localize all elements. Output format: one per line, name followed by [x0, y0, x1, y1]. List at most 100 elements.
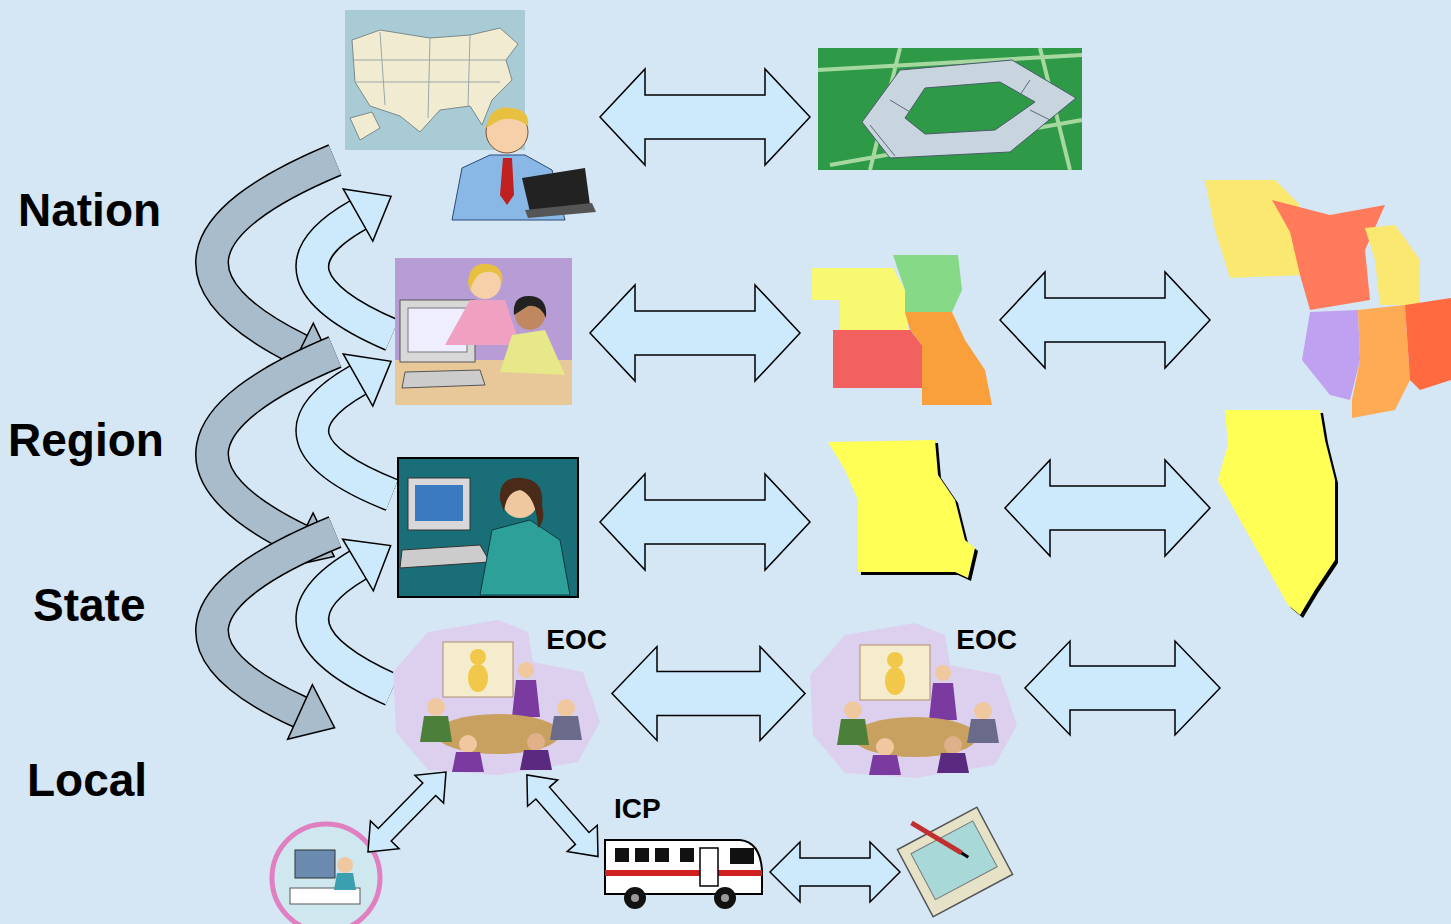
- presenter-head: [518, 662, 534, 678]
- hospital-frame: [272, 824, 380, 924]
- meeting-icon: [810, 623, 1017, 778]
- level-label-box: Local: [27, 755, 147, 806]
- curved-arrow-head: [343, 354, 391, 406]
- meeting-room: [810, 623, 1017, 778]
- person-body: [550, 716, 582, 740]
- level-label: Region: [8, 414, 164, 466]
- person-head: [557, 699, 575, 717]
- level-label: Nation: [18, 184, 161, 236]
- man-tie: [500, 158, 514, 205]
- double-arrow-connector: [612, 647, 805, 741]
- pentagon-building: [862, 60, 1076, 158]
- truck-body: [605, 840, 762, 894]
- truck-hub: [721, 894, 729, 902]
- truck-window: [635, 848, 649, 862]
- region-states-map: [812, 255, 992, 405]
- person-head: [459, 735, 477, 753]
- curved-arrow-head: [343, 189, 391, 241]
- state-shape: [1365, 225, 1420, 305]
- layout-arrows: [368, 69, 1220, 902]
- meeting-node: EOC: [805, 612, 1023, 780]
- state-shape: [1302, 310, 1360, 400]
- truck-windshield: [730, 848, 754, 864]
- pentagon-ground: [818, 48, 1082, 170]
- double-arrow: [1025, 641, 1220, 735]
- double-arrow: [600, 69, 810, 165]
- state-shape: [1218, 410, 1335, 615]
- curved-arrow-head: [288, 685, 335, 740]
- truck-window: [680, 848, 694, 862]
- person-head: [844, 701, 862, 719]
- presenter-head: [935, 665, 951, 681]
- person-head: [527, 733, 545, 751]
- board-figure: [885, 667, 905, 695]
- node-label: EOC: [956, 626, 1017, 654]
- double-arrow: [1000, 272, 1210, 368]
- clipboard-icon: [889, 792, 1012, 916]
- person-head: [876, 738, 894, 756]
- monitor: [408, 478, 470, 530]
- tablet: [897, 807, 1012, 916]
- truck-stripe: [605, 870, 762, 876]
- state-shape: [812, 268, 908, 330]
- pentagon-icon: [818, 48, 1082, 170]
- curved-arrow-head: [343, 539, 391, 591]
- level-label-box: Region: [8, 415, 164, 466]
- keyboard: [402, 370, 485, 388]
- board-figure: [887, 652, 903, 668]
- man-hair: [486, 107, 528, 128]
- truck-window: [615, 848, 629, 862]
- picture-ground: [395, 258, 572, 405]
- table: [436, 714, 560, 754]
- women-computer-icon: [395, 258, 572, 405]
- person-head: [427, 698, 445, 716]
- woman-body: [480, 520, 570, 595]
- hospital-icon: [272, 824, 380, 924]
- level-label: Local: [27, 754, 147, 806]
- woman-seated-hair: [514, 296, 546, 318]
- laptop-base: [525, 203, 596, 218]
- map-alaska: [350, 112, 380, 140]
- woman-standing-hair: [468, 264, 502, 292]
- board: [443, 642, 513, 697]
- meeting-node: ICP: [598, 793, 770, 920]
- woman-computer-icon: [398, 458, 578, 597]
- double-arrow-connector: [527, 775, 598, 857]
- person-body: [452, 752, 484, 772]
- truck-wheel: [714, 887, 736, 909]
- person-head: [944, 736, 962, 754]
- monitor-screen: [415, 485, 463, 521]
- curved-arrow: [312, 380, 392, 495]
- state-shape: [1352, 305, 1410, 418]
- double-arrow: [590, 285, 800, 381]
- person-body: [967, 719, 999, 743]
- curved-arrow-outline: [312, 215, 392, 335]
- great-lakes-states-map: [1205, 180, 1451, 418]
- person-body: [520, 750, 552, 770]
- state-shape: [905, 312, 992, 405]
- truck-wheel: [624, 887, 646, 909]
- map-borders: [352, 32, 506, 118]
- woman-hair: [500, 478, 543, 528]
- node-label: ICP: [614, 795, 661, 823]
- state-shape: [893, 255, 962, 312]
- double-arrow: [770, 842, 900, 902]
- double-arrow: [368, 772, 446, 852]
- pentagon-court: [905, 82, 1035, 134]
- state-shape: [828, 440, 975, 578]
- curved-arrow: [312, 565, 392, 690]
- state-shape: [1405, 298, 1451, 390]
- man-laptop-icon: [452, 107, 596, 220]
- state-shape: [833, 330, 922, 388]
- missouri-map: [828, 440, 978, 581]
- state-shape: [1272, 200, 1385, 310]
- picture-ground: [398, 458, 578, 597]
- node-label: EOC: [546, 626, 607, 654]
- woman-standing-body: [445, 300, 520, 345]
- board: [860, 645, 930, 700]
- curved-arrow: [312, 215, 392, 335]
- person-head: [974, 702, 992, 720]
- presenter-body: [512, 680, 540, 717]
